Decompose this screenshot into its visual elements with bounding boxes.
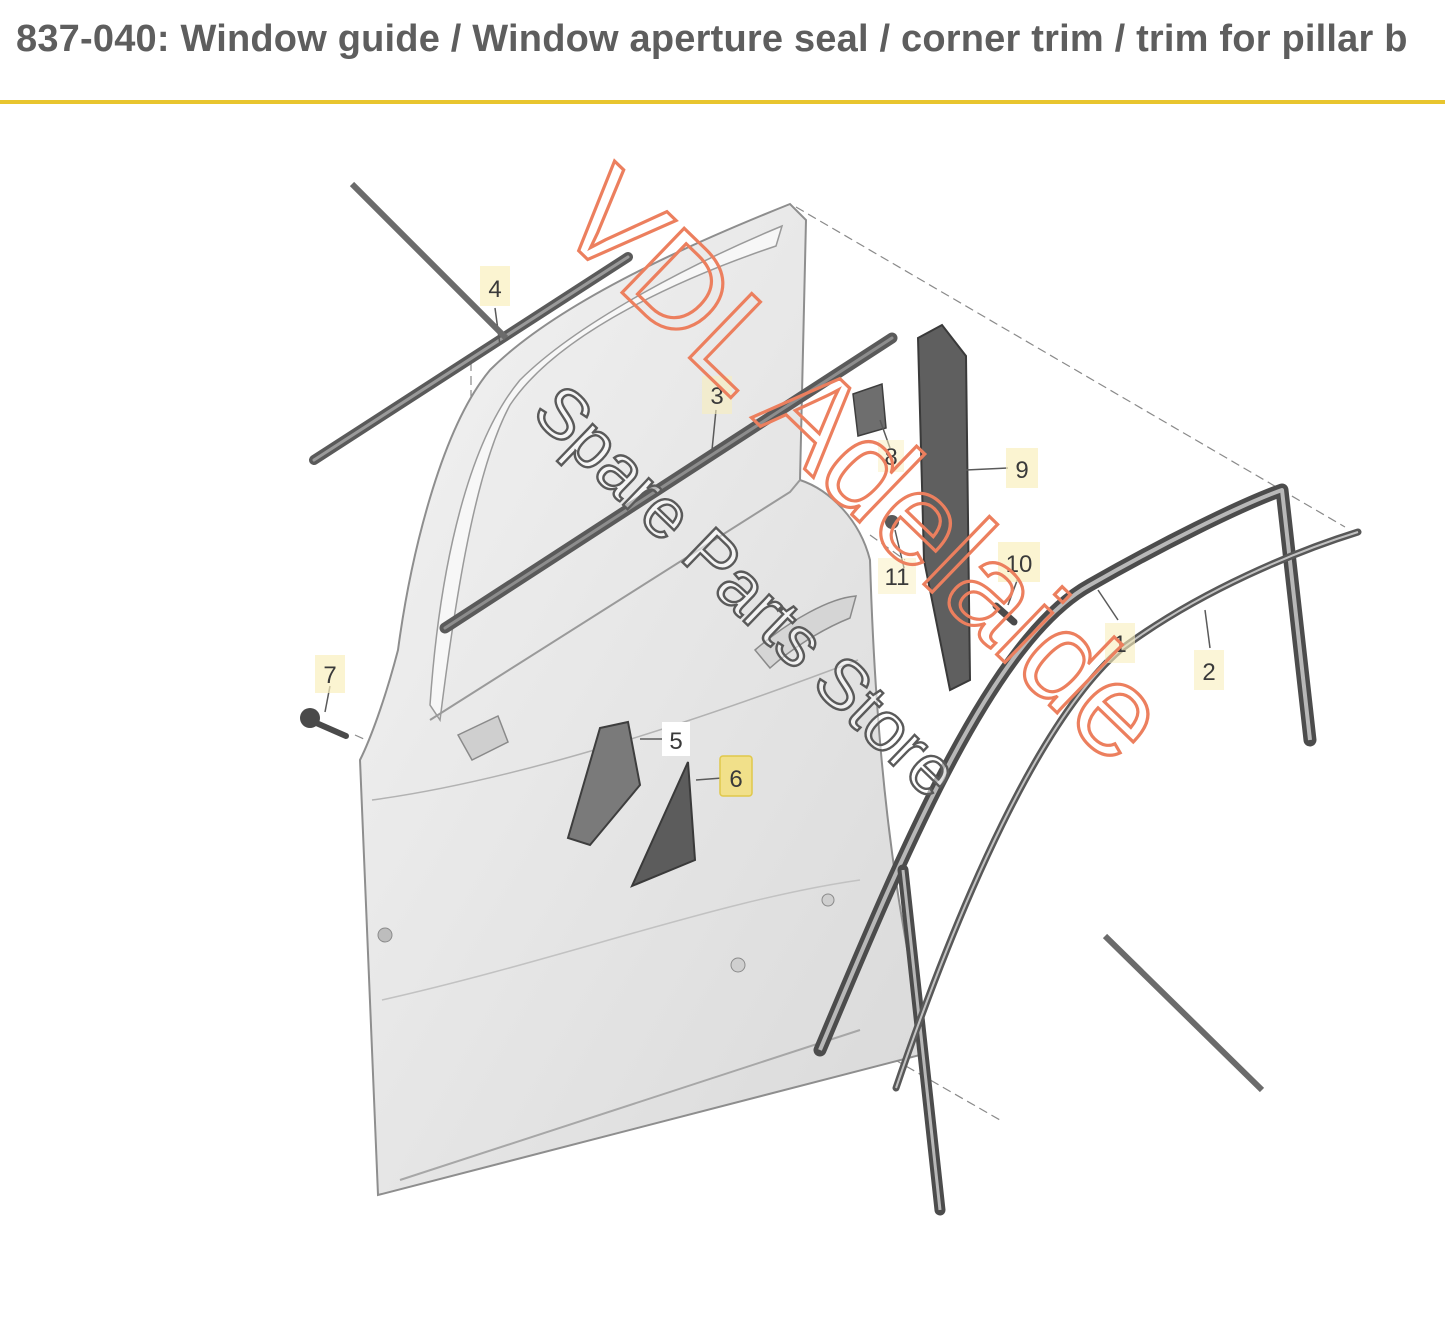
callout-3: 3 — [702, 376, 732, 414]
part-9-pillar-trim — [916, 323, 972, 692]
svg-text:10: 10 — [1006, 551, 1033, 578]
svg-text:5: 5 — [669, 728, 682, 755]
svg-text:6: 6 — [729, 766, 742, 793]
watermark-corner-mark — [1102, 933, 1265, 1093]
door-shell — [358, 202, 922, 1197]
callout-2: 2 — [1194, 650, 1224, 690]
svg-text:2: 2 — [1202, 659, 1215, 686]
parts-diagram: 1 2 3 4 5 6 7 8 9 10 11 VDL Ade — [300, 139, 1362, 1216]
svg-text:9: 9 — [1015, 457, 1028, 484]
page-header: 837-040: Window guide / Window aperture … — [0, 0, 1445, 104]
page-title: 837-040: Window guide / Window aperture … — [16, 18, 1408, 60]
callout-8: 8 — [878, 440, 904, 472]
callout-4: 4 — [480, 266, 510, 306]
svg-text:8: 8 — [884, 444, 897, 471]
leader-lines — [324, 307, 1211, 781]
svg-text:1: 1 — [1113, 631, 1126, 658]
part-6-corner-trim — [630, 761, 697, 888]
callout-7: 7 — [315, 655, 345, 693]
svg-text:11: 11 — [885, 564, 910, 591]
part-10-screw — [992, 602, 1018, 626]
callout-10: 10 — [998, 542, 1040, 582]
part-5-corner-bracket — [566, 720, 642, 847]
part-8-clip — [852, 382, 887, 437]
callout-5: 5 — [662, 722, 690, 756]
callout-9: 9 — [1006, 448, 1038, 488]
part-7-bolt — [300, 708, 349, 739]
callout-1: 1 — [1105, 623, 1135, 663]
svg-text:3: 3 — [710, 383, 723, 410]
part-11-fastener — [885, 515, 899, 529]
callout-6: 6 — [719, 755, 753, 797]
callout-11: 11 — [878, 558, 916, 594]
watermark-corner-mark — [349, 181, 509, 341]
svg-text:7: 7 — [323, 662, 336, 689]
svg-text:4: 4 — [488, 276, 501, 303]
